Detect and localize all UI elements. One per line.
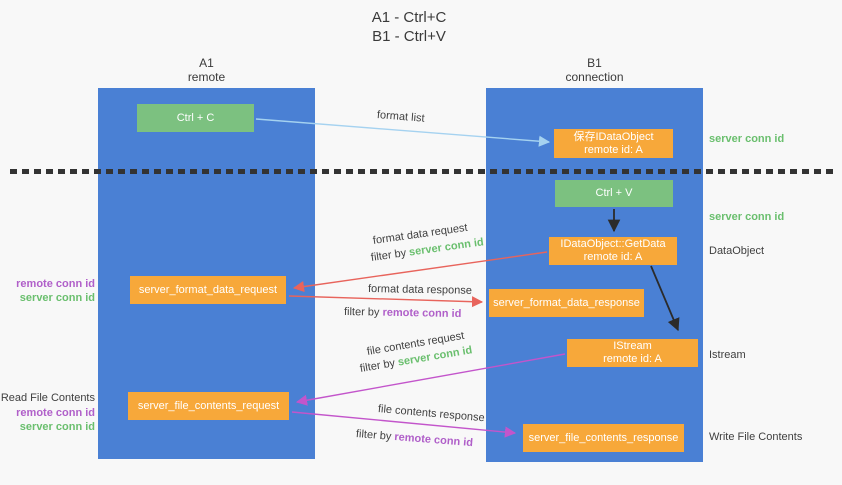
node-istream: IStream remote id: A: [567, 339, 698, 367]
server-conn-id-annotation-format: server conn id: [19, 292, 95, 304]
title-line-2: B1 - Ctrl+V: [372, 28, 446, 45]
server-conn-id-annotation-top: server conn id: [709, 133, 785, 145]
file-contents-response-label: file contents response: [377, 403, 486, 425]
getdata-subtitle: remote id: A: [583, 251, 643, 263]
getdata-title: IDataObject::GetData: [560, 238, 666, 250]
lane-b-header: B1 connection: [486, 56, 703, 84]
node-save-idataobject: 保存IDataObject remote id: A: [554, 129, 673, 158]
node-server-file-contents-response: server_file_contents_response: [523, 424, 684, 452]
ctrl-c-label: Ctrl + C: [176, 111, 215, 124]
format-data-response-filter: filter by remote conn id: [344, 306, 462, 320]
section-divider: [10, 169, 833, 174]
write-file-contents-annotation: Write File Contents: [709, 431, 803, 443]
format-list-label: format list: [376, 109, 426, 125]
filter-prefix: filter by: [355, 428, 395, 444]
file-response-label: server_file_contents_response: [528, 431, 679, 444]
node-server-format-data-request: server_format_data_request: [130, 276, 286, 304]
ctrl-v-label: Ctrl + V: [595, 187, 633, 199]
save-idataobject-subtitle: remote id: A: [584, 143, 643, 156]
filter-key-remote-conn-id: remote conn id: [382, 306, 462, 321]
istream-title: IStream: [613, 340, 652, 352]
format-response-label: server_format_data_response: [493, 296, 640, 309]
format-request-label: server_format_data_request: [138, 283, 278, 296]
server-conn-id-annotation-file: server conn id: [19, 421, 95, 433]
remote-conn-id-annotation-format: remote conn id: [16, 278, 95, 290]
format-data-response-label: format data response: [367, 283, 473, 297]
lane-a-header: A1 remote: [98, 56, 315, 84]
lane-a-role: remote: [187, 70, 226, 84]
node-ctrl-c: Ctrl + C: [137, 104, 254, 132]
title-line-1: A1 - Ctrl+C: [371, 9, 447, 26]
file-request-label: server_file_contents_request: [137, 399, 280, 412]
lane-a-name: A1: [199, 56, 214, 70]
format-data-response-arrow: [288, 295, 484, 308]
diagram-title: A1 - Ctrl+C B1 - Ctrl+V: [0, 8, 818, 46]
filter-prefix: filter by: [359, 356, 399, 375]
filter-prefix: filter by: [343, 306, 383, 319]
save-idataobject-title: 保存IDataObject: [573, 130, 654, 143]
node-idataobject-getdata: IDataObject::GetData remote id: A: [549, 237, 677, 265]
filter-key-remote-conn-id: remote conn id: [393, 431, 474, 450]
node-server-file-contents-request: server_file_contents_request: [128, 392, 289, 420]
lane-b-role: connection: [565, 70, 624, 84]
istream-subtitle: remote id: A: [603, 353, 662, 365]
node-server-format-data-response: server_format_data_response: [489, 289, 644, 317]
istream-annotation: Istream: [709, 349, 746, 361]
remote-conn-id-annotation-file: remote conn id: [16, 407, 95, 419]
dataobject-annotation: DataObject: [709, 245, 765, 257]
server-conn-id-annotation-mid: server conn id: [709, 211, 785, 223]
filter-prefix: filter by: [370, 246, 410, 264]
file-contents-response-filter: filter by remote conn id: [356, 428, 474, 449]
node-ctrl-v: Ctrl + V: [555, 180, 673, 207]
read-file-contents-annotation: Read File Contents: [0, 392, 95, 404]
lane-b-name: B1: [587, 56, 602, 70]
